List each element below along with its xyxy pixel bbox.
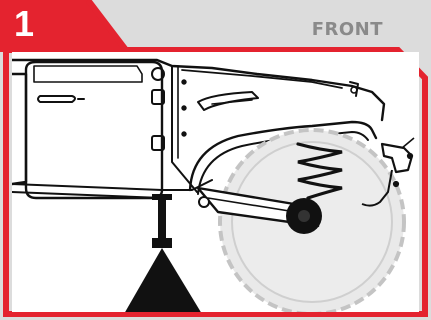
- door-handle: [38, 96, 75, 102]
- vehicle-drawing: [12, 52, 419, 312]
- rocker: [12, 180, 212, 190]
- hood-line: [182, 70, 342, 88]
- body-outline: [12, 60, 384, 120]
- door-window: [34, 66, 142, 82]
- body-rear-edge: [12, 74, 26, 184]
- jack-stand: [124, 194, 202, 312]
- vehicle-illustration: [12, 52, 419, 312]
